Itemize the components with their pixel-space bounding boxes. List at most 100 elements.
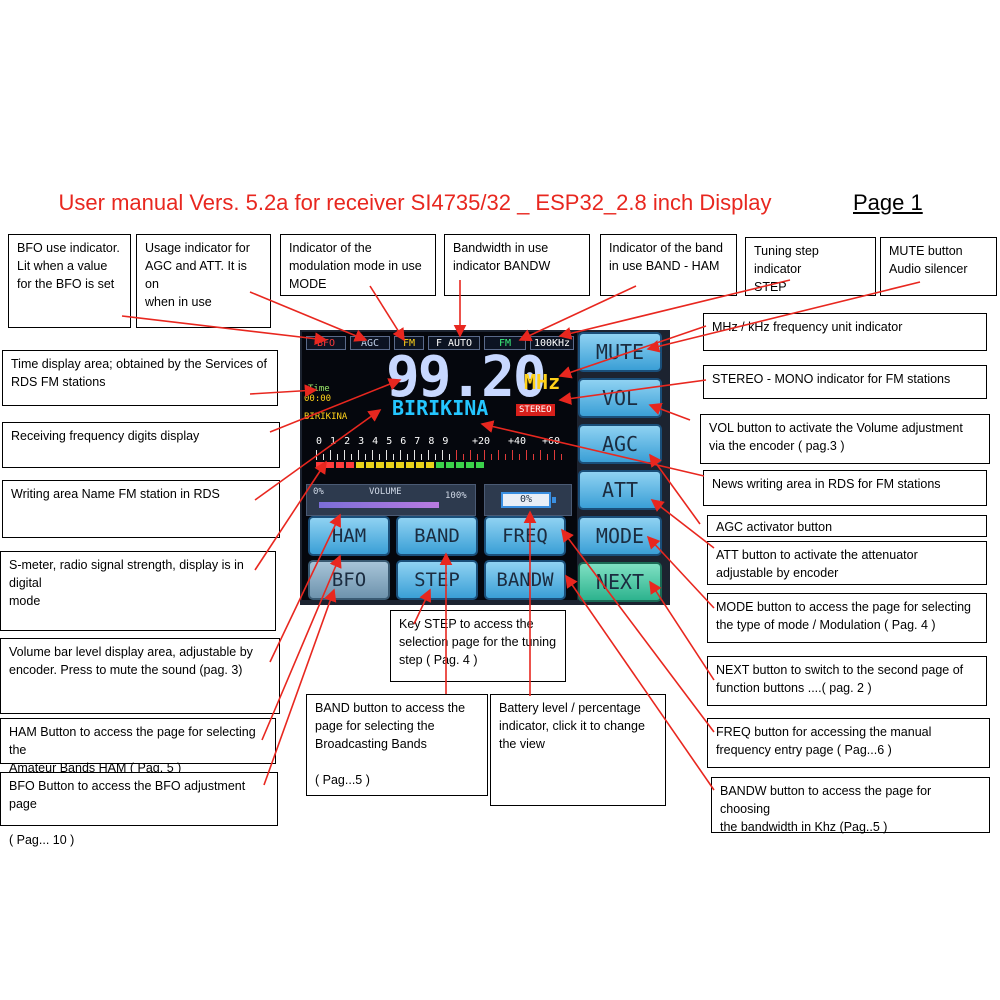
smeter-segment — [436, 462, 444, 468]
smeter-tick — [554, 450, 555, 460]
band-indicator: FM — [484, 336, 526, 350]
annotation-att-button: ATT button to activate the attenuator ad… — [707, 541, 987, 585]
smeter-tick — [505, 454, 506, 460]
freq-button[interactable]: FREQ — [484, 516, 566, 556]
time-value: 00:00 — [304, 394, 332, 404]
att-button[interactable]: ATT — [578, 470, 662, 510]
smeter-segment — [416, 462, 424, 468]
bandw-button[interactable]: BANDW — [484, 560, 566, 600]
annotation-unit-indicator: MHz / kHz frequency unit indicator — [703, 313, 987, 351]
annotation-mode-indicator: Indicator of the modulation mode in use … — [280, 234, 436, 296]
annotation-freq-digits: Receiving frequency digits display — [2, 422, 280, 468]
annotation-next-button: NEXT button to switch to the second page… — [707, 656, 987, 706]
annotation-station-name: Writing area Name FM station in RDS — [2, 480, 280, 538]
smeter-tick — [519, 454, 520, 460]
smeter-tick — [456, 450, 457, 460]
smeter-segment — [316, 462, 324, 468]
smeter-tick — [442, 450, 443, 460]
mode-button[interactable]: MODE — [578, 516, 662, 556]
smeter-tick — [470, 450, 471, 460]
smeter-segment — [426, 462, 434, 468]
annotation-smeter: S-meter, radio signal strength, display … — [0, 551, 276, 631]
agc-indicator: AGC — [350, 336, 390, 350]
smeter-segment — [386, 462, 394, 468]
smeter-tick — [463, 454, 464, 460]
smeter-tick — [358, 450, 359, 460]
volume-bar-track — [319, 502, 439, 508]
time-label: Time — [308, 384, 330, 394]
smeter-tick — [379, 454, 380, 460]
lcd-screen: BFO AGC FM F AUTO FM 100KHz Time 00:00 B… — [302, 332, 577, 600]
smeter-segment — [326, 462, 334, 468]
annotation-volume-bar: Volume bar level display area, adjustabl… — [0, 638, 280, 714]
smeter-tick — [540, 450, 541, 460]
smeter-ticks — [316, 450, 566, 460]
smeter-tick — [526, 450, 527, 460]
bfo-button[interactable]: BFO — [308, 560, 390, 600]
annotation-battery: Battery level / percentage indicator, cl… — [490, 694, 666, 806]
annotation-band-button: BAND button to access the page for selec… — [306, 694, 488, 796]
rds-station-small: BIRIKINA — [304, 412, 348, 422]
smeter-tick — [407, 454, 408, 460]
smeter-tick — [421, 454, 422, 460]
smeter-segment — [346, 462, 354, 468]
annotation-bfo-button: BFO Button to access the BFO adjustment … — [0, 772, 278, 847]
next-button[interactable]: NEXT — [578, 562, 662, 602]
battery-level: 0% — [501, 492, 551, 508]
smeter-tick — [344, 450, 345, 460]
page-number: Page 1 — [853, 190, 923, 215]
smeter-tick — [449, 454, 450, 460]
smeter-segment — [376, 462, 384, 468]
smeter-segment — [476, 462, 484, 468]
smeter-tick — [372, 450, 373, 460]
annotation-band-indicator: Indicator of the band in use BAND - HAM — [600, 234, 737, 296]
smeter-tick — [512, 450, 513, 460]
smeter-bar — [316, 462, 566, 468]
battery-area[interactable]: 0% — [484, 484, 572, 516]
annotation-stereo-indicator: STEREO - MONO indicator for FM stations — [703, 365, 987, 399]
ham-button[interactable]: HAM — [308, 516, 390, 556]
annotation-bfo-indicator: BFO use indicator. Lit when a value for … — [8, 234, 131, 328]
annotation-freq-button: FREQ button for accessing the manual fre… — [707, 718, 990, 768]
agc-button[interactable]: AGC — [578, 424, 662, 464]
smeter-plus-60: +60 — [542, 436, 561, 447]
vol-button[interactable]: VOL — [578, 378, 662, 418]
annotation-news-area: News writing area in RDS for FM stations — [703, 470, 987, 506]
smeter-tick — [547, 454, 548, 460]
battery-tip — [552, 497, 556, 503]
annotation-vol-button: VOL button to activate the Volume adjust… — [700, 414, 990, 464]
annotation-agc-att-indicator: Usage indicator for AGC and ATT. It is o… — [136, 234, 271, 328]
volume-label: VOLUME — [369, 487, 402, 497]
smeter-tick — [561, 454, 562, 460]
smeter-tick — [351, 454, 352, 460]
smeter-tick — [428, 450, 429, 460]
annotation-mode-button: MODE button to access the page for selec… — [707, 593, 987, 643]
smeter-tick — [386, 450, 387, 460]
volume-area[interactable]: 0% VOLUME 100% — [306, 484, 476, 516]
band-button[interactable]: BAND — [396, 516, 478, 556]
smeter-plus-20: +20 — [472, 436, 491, 447]
smeter-tick — [323, 454, 324, 460]
smeter-tick — [330, 450, 331, 460]
bfo-indicator: BFO — [306, 336, 346, 350]
smeter-scale: 0 1 2 3 4 5 6 7 8 9 — [316, 436, 450, 447]
volume-right-label: 100% — [445, 491, 467, 501]
smeter-tick — [498, 450, 499, 460]
smeter-tick — [414, 450, 415, 460]
annotation-bandw-button: BANDW button to access the page for choo… — [711, 777, 990, 834]
smeter-segment — [466, 462, 474, 468]
manual-title: User manual Vers. 5.2a for receiver SI47… — [58, 190, 772, 215]
annotation-step-indicator: Tuning step indicator STEP — [745, 237, 876, 296]
annotation-agc-button: AGC activator button — [707, 515, 987, 537]
smeter-plus-40: +40 — [508, 436, 527, 447]
smeter-tick — [491, 454, 492, 460]
annotation-time-area: Time display area; obtained by the Servi… — [2, 350, 278, 406]
smeter-tick — [533, 454, 534, 460]
annotation-bandwidth-indicator: Bandwidth in use indicator BANDW — [444, 234, 590, 296]
smeter-segment — [446, 462, 454, 468]
smeter-segment — [406, 462, 414, 468]
mute-button[interactable]: MUTE — [578, 332, 662, 372]
smeter-tick — [393, 454, 394, 460]
smeter-segment — [396, 462, 404, 468]
step-button[interactable]: STEP — [396, 560, 478, 600]
